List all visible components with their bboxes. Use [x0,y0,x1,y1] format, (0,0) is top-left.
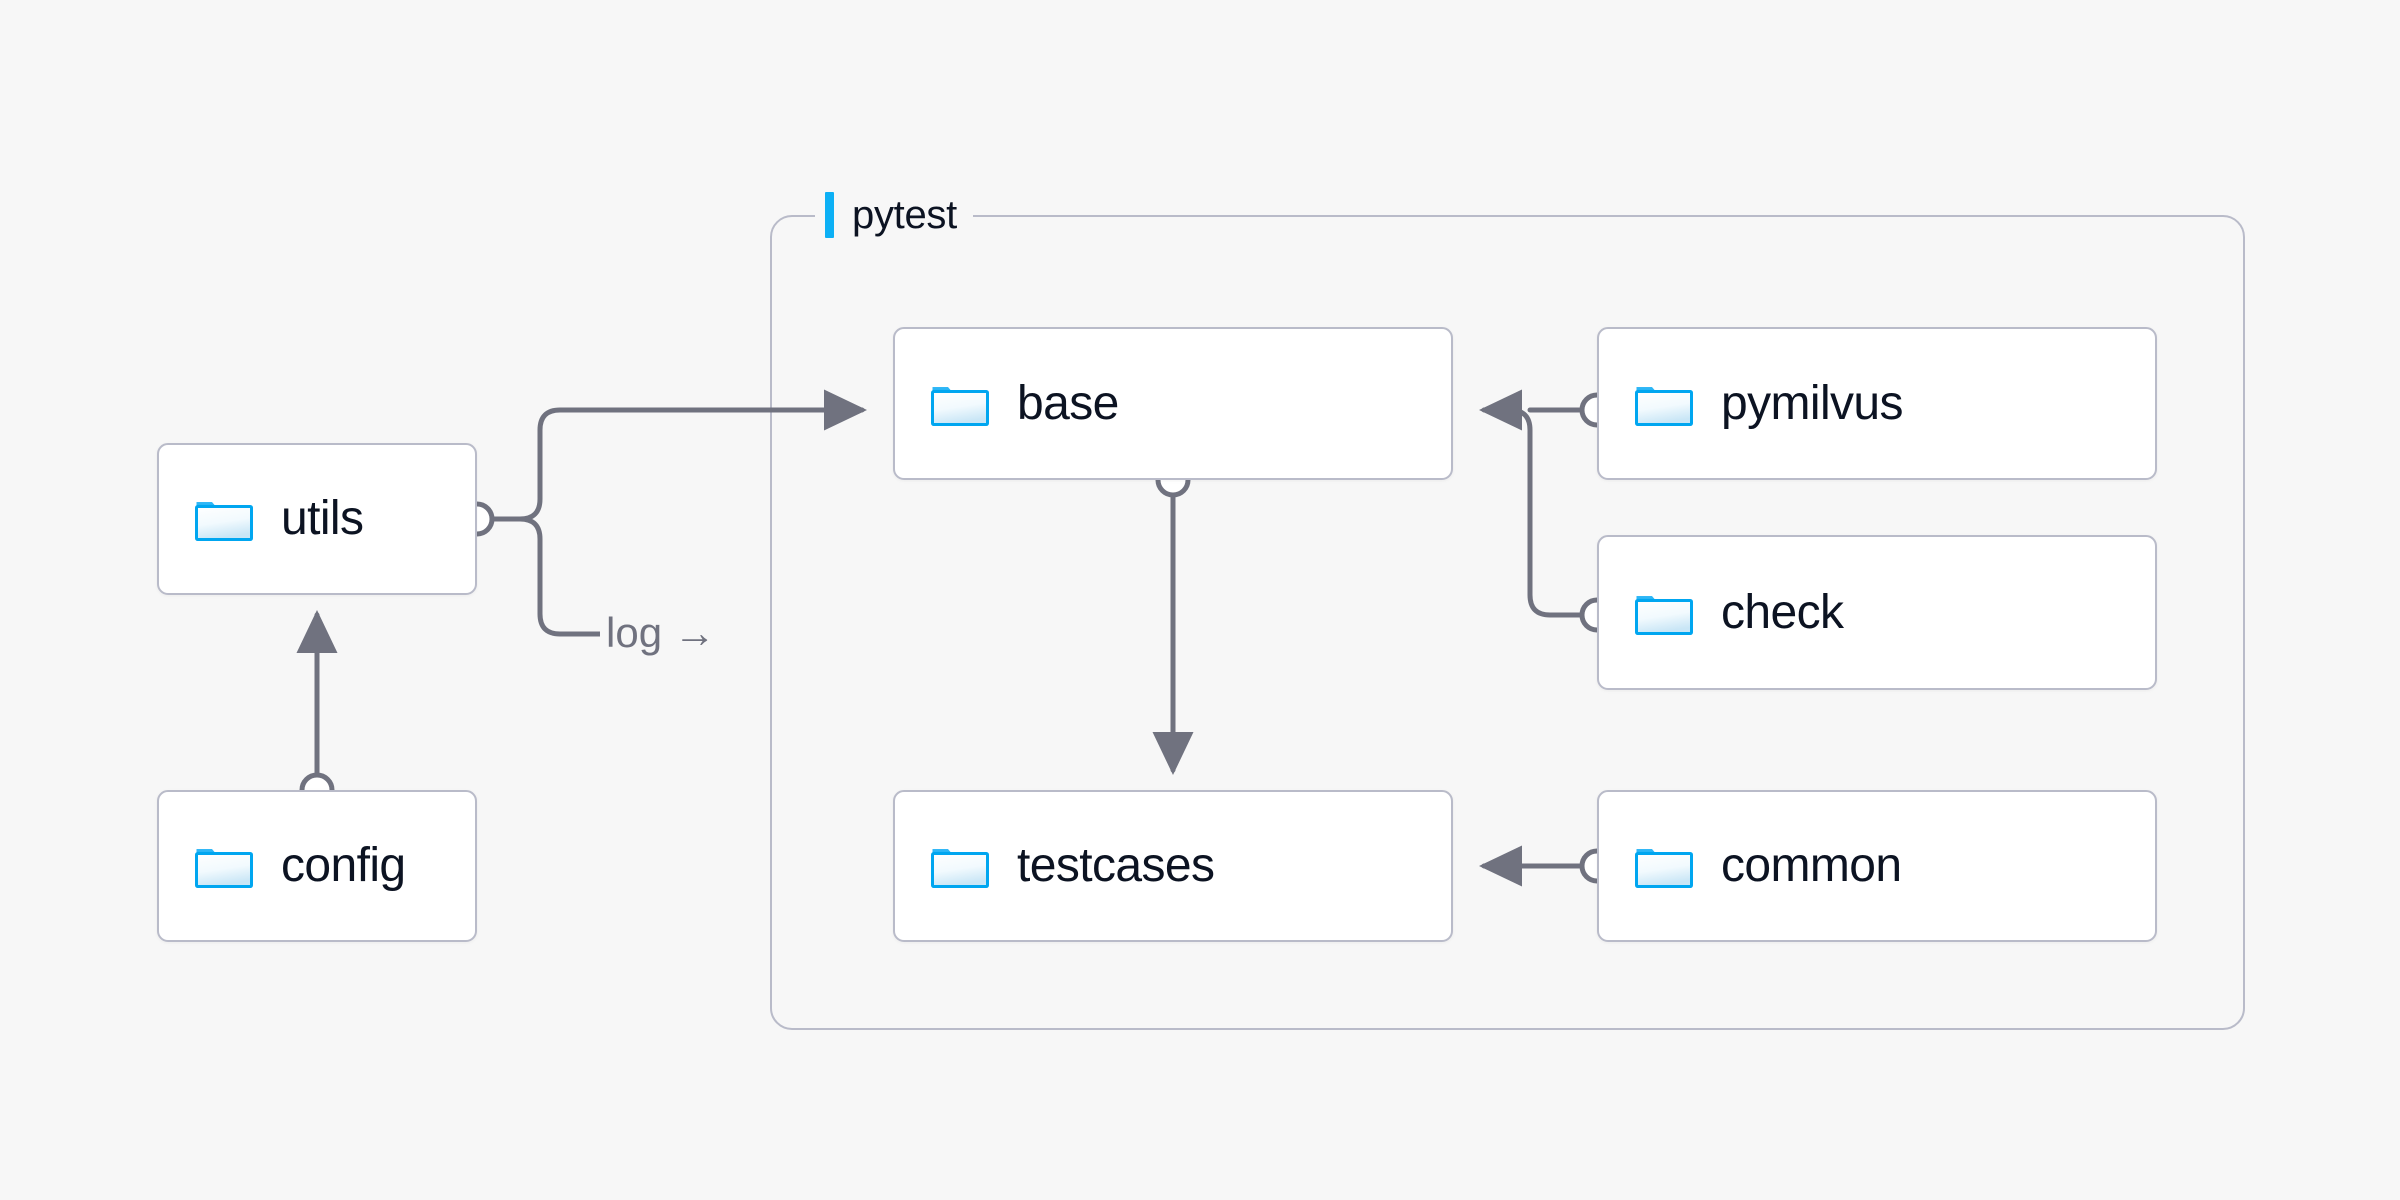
node-check[interactable]: check [1597,535,2157,690]
folder-icon [1635,849,1693,888]
node-label-check: check [1721,585,1844,639]
folder-icon-wrap [929,378,991,430]
node-label-utils: utils [281,492,364,545]
group-label-pytest: pytest [815,192,973,238]
node-utils[interactable]: utils [157,443,477,595]
edge-utils-to-log [488,516,603,637]
folder-icon-wrap [193,840,255,892]
folder-icon [195,849,253,888]
node-label-common: common [1721,839,1902,892]
folder-icon-wrap [1633,378,1695,430]
folder-icon [195,502,253,541]
folder-icon-wrap [929,840,991,892]
folder-icon [1635,595,1693,635]
node-testcases[interactable]: testcases [893,790,1453,942]
node-pymilvus[interactable]: pymilvus [1597,327,2157,480]
group-container-pytest [770,215,2245,1030]
node-common[interactable]: common [1597,790,2157,942]
group-label-text: pytest [852,193,957,237]
node-label-pymilvus: pymilvus [1721,376,1904,430]
folder-icon-wrap [193,493,255,545]
folder-icon [931,849,989,888]
accent-bar-icon [825,192,834,238]
folder-icon [931,386,989,426]
edge-label-log: log → [600,612,722,654]
folder-icon-wrap [1633,840,1695,892]
node-label-config: config [281,839,406,892]
folder-icon [1635,386,1693,426]
folder-icon-wrap [1633,587,1695,639]
node-config[interactable]: config [157,790,477,942]
node-label-testcases: testcases [1017,839,1215,892]
node-label-base: base [1017,376,1119,430]
node-base[interactable]: base [893,327,1453,480]
